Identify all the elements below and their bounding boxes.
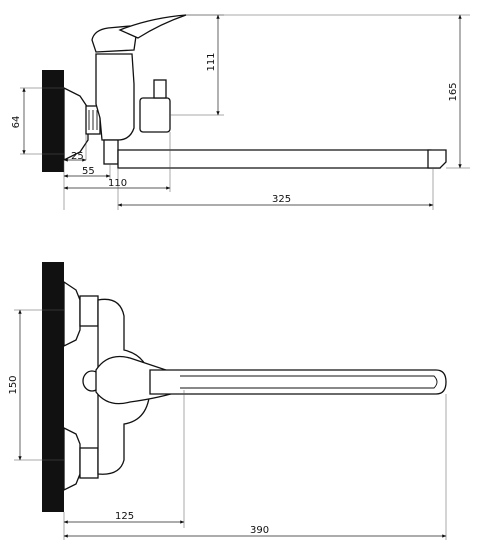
diverter-stem — [153, 79, 167, 99]
dim-390-label: 390 — [250, 525, 269, 536]
upper-nut — [79, 295, 99, 327]
spout-collar — [103, 139, 119, 165]
front-view: 150 125 390 — [8, 262, 447, 540]
wall-block-top — [42, 70, 64, 172]
upper-flange — [63, 280, 81, 348]
dim-64-label: 64 — [11, 116, 22, 129]
dim-150-label: 150 — [8, 375, 19, 394]
spout-front — [149, 369, 447, 395]
dim-110-label: 110 — [108, 178, 127, 189]
lower-nut — [79, 447, 99, 479]
wall-block-bottom — [42, 262, 64, 512]
lever-handle — [118, 14, 187, 39]
lower-flange — [63, 426, 81, 492]
diverter-knob — [139, 97, 171, 133]
mixer-body — [95, 53, 135, 141]
side-view: 165 111 64 25 55 110 325 — [11, 14, 470, 210]
dim-25-label: 25 — [71, 151, 84, 162]
dim-125-label: 125 — [115, 511, 134, 522]
dim-55-label: 55 — [82, 166, 95, 177]
dim-111-label: 111 — [206, 52, 217, 71]
wall-flange — [63, 86, 89, 162]
dim-325-label: 325 — [272, 194, 291, 205]
spout-tube — [117, 149, 441, 169]
spout-aerator — [427, 149, 447, 169]
dim-165-label: 165 — [448, 82, 459, 101]
